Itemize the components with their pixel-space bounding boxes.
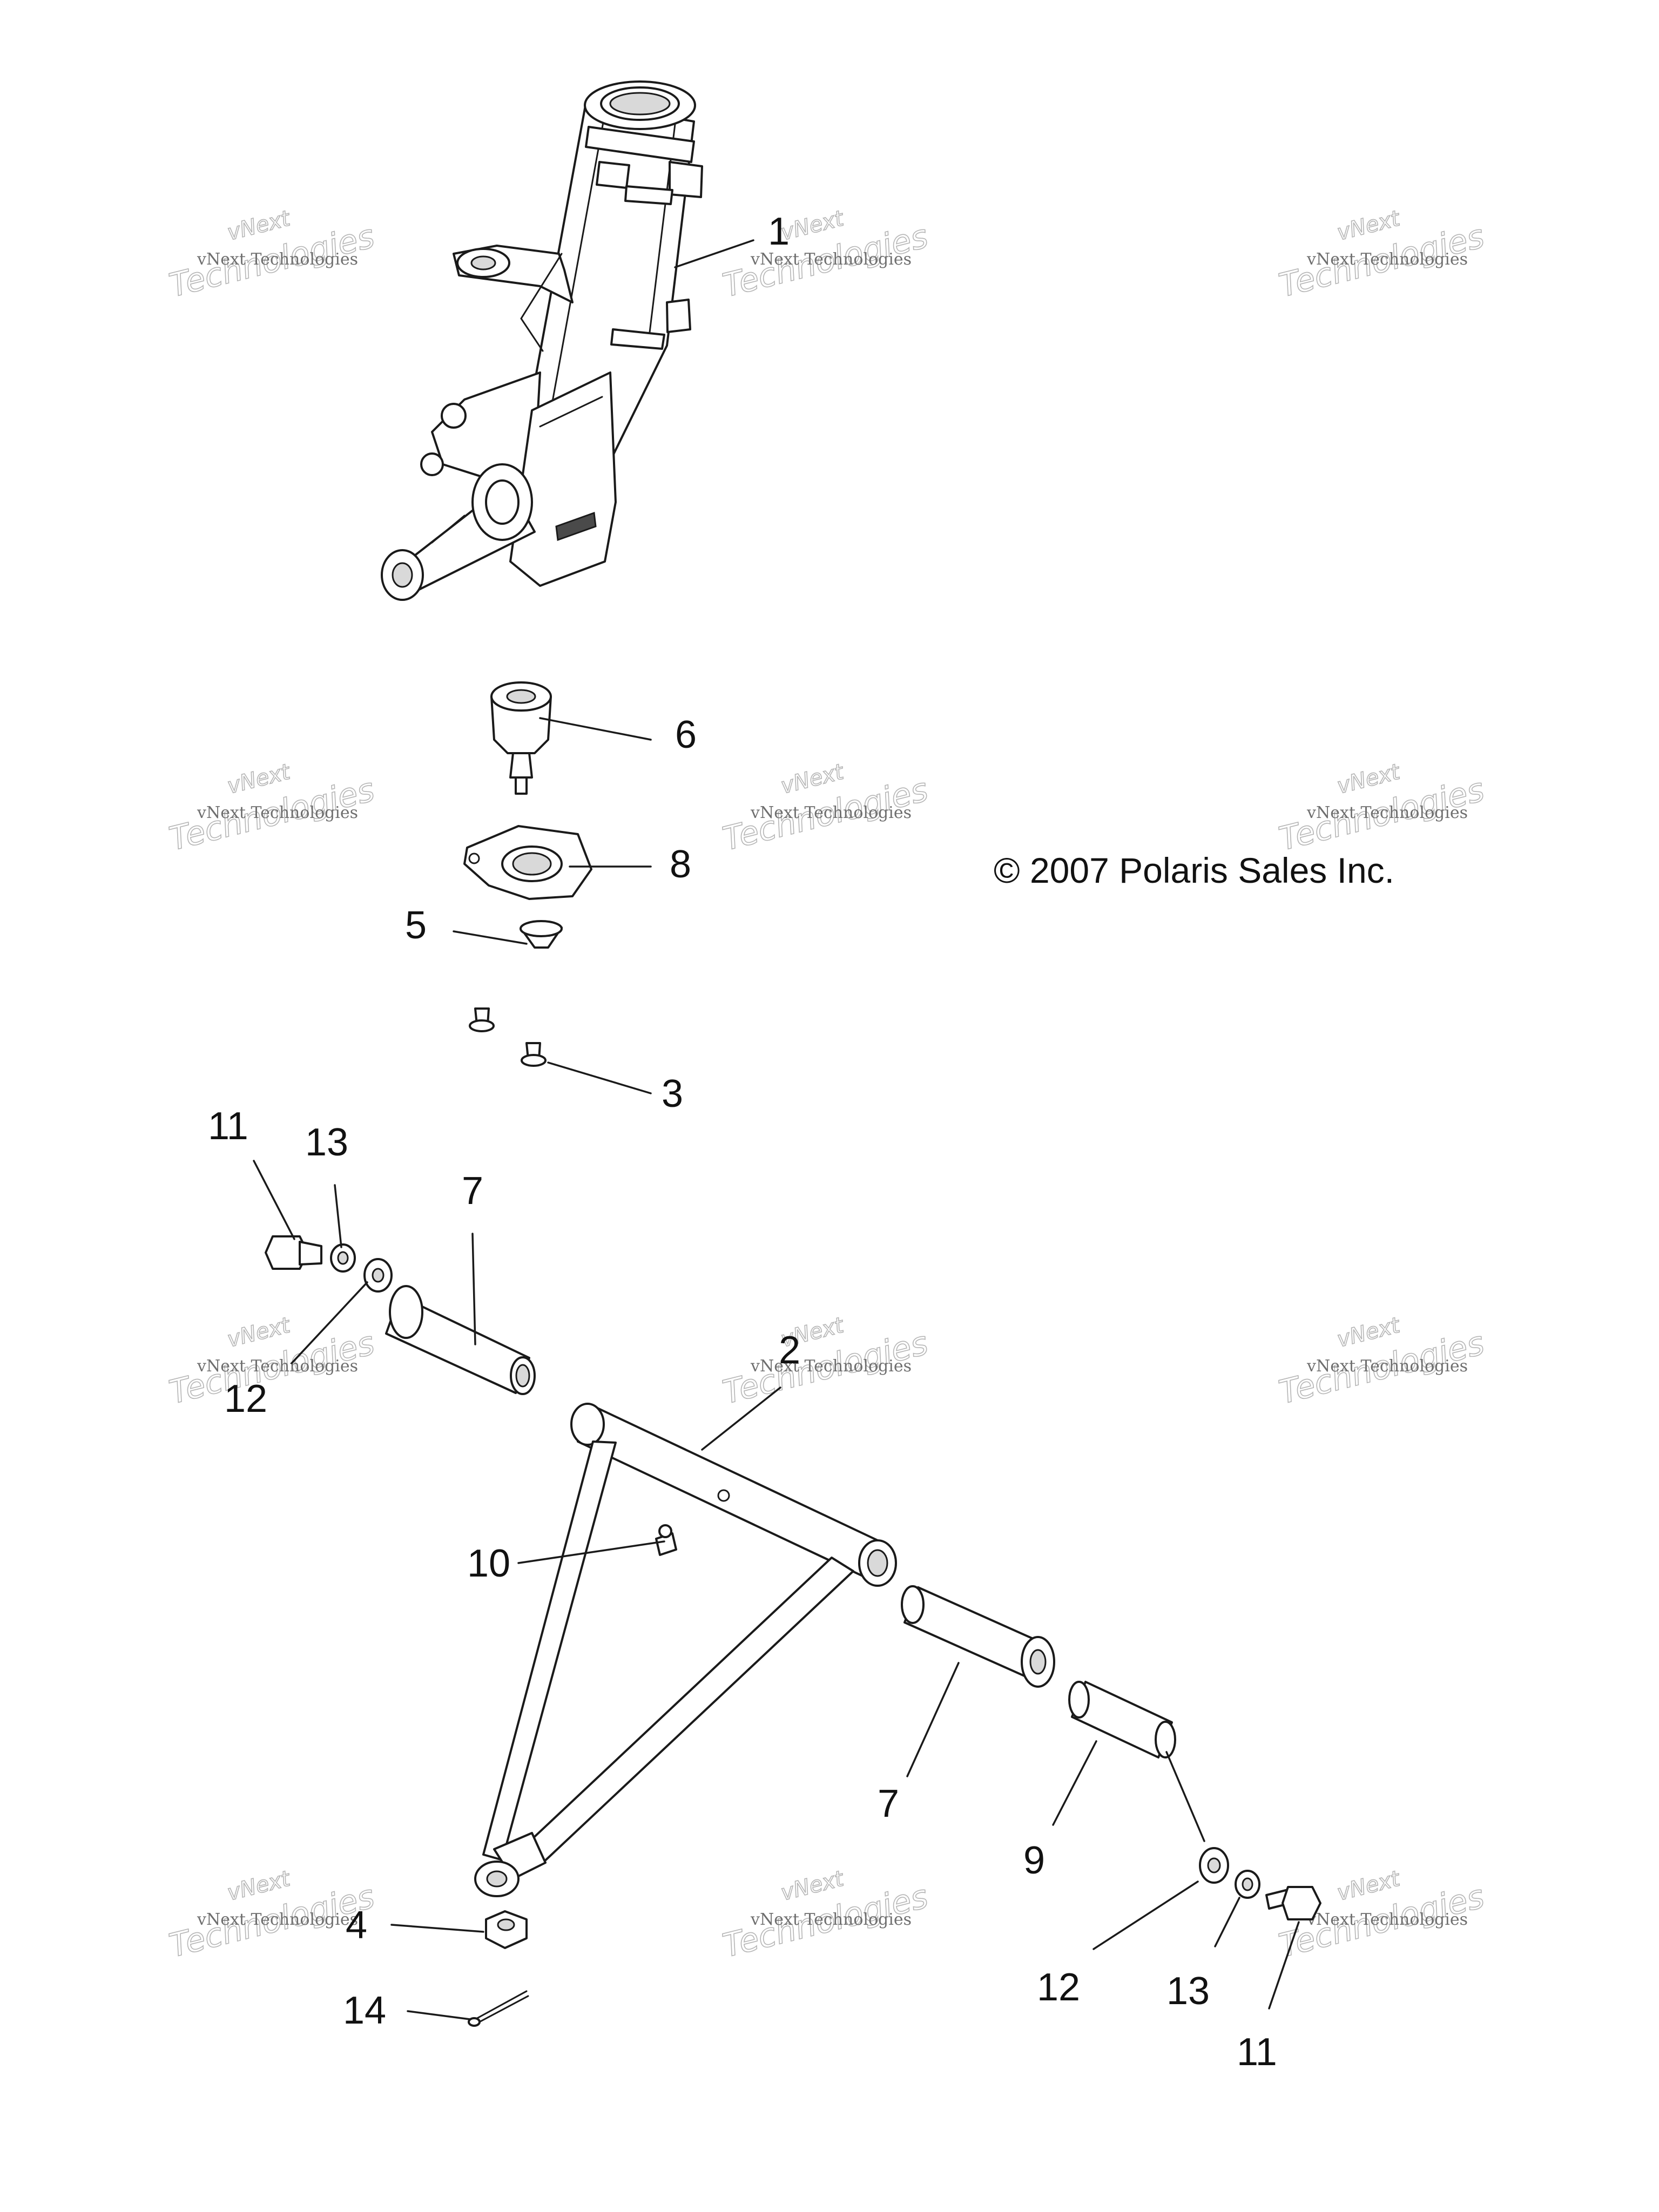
part-2-a-arm[interactable]	[474, 1403, 897, 1897]
part-12-washer-right[interactable]	[1199, 1847, 1229, 1884]
callout-7-right: 7	[878, 1782, 899, 1825]
watermark-company: vNext Technologies	[750, 1357, 912, 1376]
copyright-notice: © 2007 Polaris Sales Inc.	[994, 850, 1394, 890]
watermark-company: vNext Technologies	[197, 1910, 358, 1929]
part-13-nut-right[interactable]	[1235, 1870, 1260, 1899]
watermark-company: vNext Technologies	[750, 803, 912, 822]
part-5-boot[interactable]	[520, 920, 563, 949]
watermark-company: vNext Technologies	[197, 803, 358, 822]
part-10-grease-fitting[interactable]	[655, 1524, 677, 1556]
part-3-screws[interactable]	[469, 1007, 547, 1067]
part-4-castle-nut[interactable]	[485, 1910, 528, 1949]
watermark-company: vNext Technologies	[1306, 250, 1468, 269]
callout-7-left: 7	[462, 1169, 483, 1213]
part-6-ball-joint[interactable]	[490, 681, 552, 795]
callout-12-left: 12	[224, 1377, 267, 1420]
callout-5: 5	[405, 904, 427, 947]
callout-13-left: 13	[305, 1121, 348, 1164]
callout-12-right: 12	[1037, 1966, 1080, 2009]
part-7-bushing-left[interactable]	[385, 1285, 536, 1395]
callout-2: 2	[779, 1329, 800, 1372]
callout-6: 6	[675, 713, 697, 756]
part-11-bolt-right[interactable]	[1265, 1886, 1321, 1920]
callout-3: 3	[662, 1072, 683, 1115]
watermark-company: vNext Technologies	[750, 250, 912, 269]
watermark-company: vNext Technologies	[197, 1357, 358, 1376]
watermark-company: vNext Technologies	[1306, 1357, 1468, 1376]
callout-8: 8	[670, 843, 691, 886]
callout-10: 10	[467, 1542, 510, 1585]
watermark-company: vNext Technologies	[750, 1910, 912, 1929]
part-13-nut-left[interactable]	[330, 1243, 356, 1273]
leader-lines	[253, 239, 1300, 2020]
part-12-washer-left[interactable]	[363, 1258, 393, 1293]
watermark-company: vNext Technologies	[1306, 803, 1468, 822]
callout-13-right: 13	[1166, 1970, 1210, 2013]
part-14-cotter-pin[interactable]	[468, 1990, 529, 2027]
part-8-mounting-plate[interactable]	[463, 825, 592, 900]
part-7-bushing-right[interactable]	[901, 1585, 1055, 1688]
part-9-spacer[interactable]	[1068, 1681, 1176, 1758]
callout-11-left: 11	[208, 1105, 248, 1148]
callout-11-right: 11	[1237, 2031, 1277, 2074]
callout-9: 9	[1023, 1839, 1045, 1882]
watermark-company: vNext Technologies	[197, 250, 358, 269]
watermark-company: vNext Technologies	[1306, 1910, 1468, 1929]
callout-14: 14	[343, 1989, 386, 2032]
callout-labels: 1 6 8 5 3 11 13 7 12 2 10 7 9 4 14 12 13…	[208, 210, 1277, 2074]
callout-4: 4	[346, 1904, 367, 1947]
part-11-bolt-left[interactable]	[265, 1235, 322, 1270]
part-1-spindle[interactable]	[381, 80, 703, 601]
callout-1: 1	[768, 210, 790, 253]
